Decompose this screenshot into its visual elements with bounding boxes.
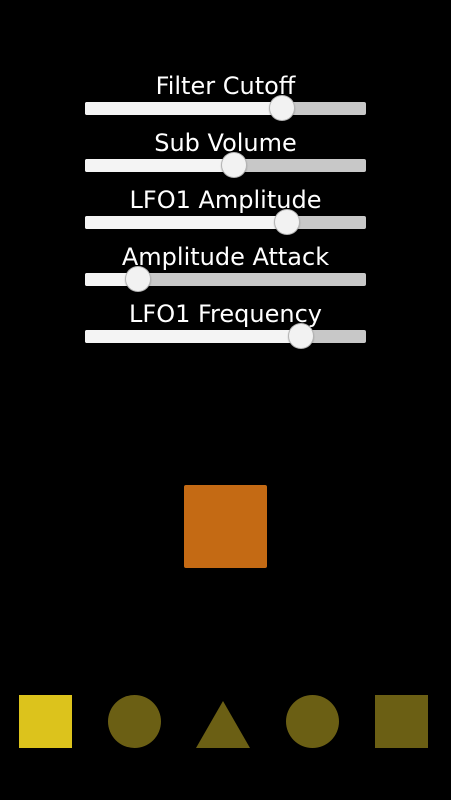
slider-sub-volume: Sub Volume	[0, 129, 451, 186]
slider-thumb[interactable]	[269, 96, 294, 120]
slider-label: LFO1 Amplitude	[129, 186, 322, 214]
triangle-icon[interactable]	[196, 701, 250, 748]
lfo1-frequency-slider[interactable]	[85, 324, 366, 348]
slider-label: LFO1 Frequency	[129, 300, 322, 328]
slider-thumb[interactable]	[275, 210, 300, 234]
slider-thumb[interactable]	[221, 153, 246, 177]
slider-lfo1-frequency: LFO1 Frequency	[0, 300, 451, 357]
slider-amplitude-attack: Amplitude Attack	[0, 243, 451, 300]
slider-fill	[85, 216, 288, 229]
slider-fill	[85, 159, 234, 172]
square-icon[interactable]	[19, 695, 72, 748]
slider-fill	[85, 330, 302, 343]
filter-cutoff-slider[interactable]	[85, 96, 366, 120]
circle-icon[interactable]	[108, 695, 161, 748]
slider-lfo1-amplitude: LFO1 Amplitude	[0, 186, 451, 243]
slider-thumb[interactable]	[126, 267, 151, 291]
slider-filter-cutoff: Filter Cutoff	[0, 72, 451, 129]
amplitude-attack-slider[interactable]	[85, 267, 366, 291]
lfo1-amplitude-slider[interactable]	[85, 210, 366, 234]
slider-thumb[interactable]	[289, 324, 314, 348]
slider-label: Amplitude Attack	[121, 243, 330, 271]
slider-fill	[85, 102, 282, 115]
slider-fill	[85, 273, 139, 286]
slider-label: Filter Cutoff	[155, 72, 296, 100]
play-pad-square[interactable]	[184, 485, 267, 568]
slider-label: Sub Volume	[154, 129, 297, 157]
square-icon[interactable]	[375, 695, 428, 748]
circle-icon[interactable]	[286, 695, 339, 748]
sub-volume-slider[interactable]	[85, 153, 366, 177]
